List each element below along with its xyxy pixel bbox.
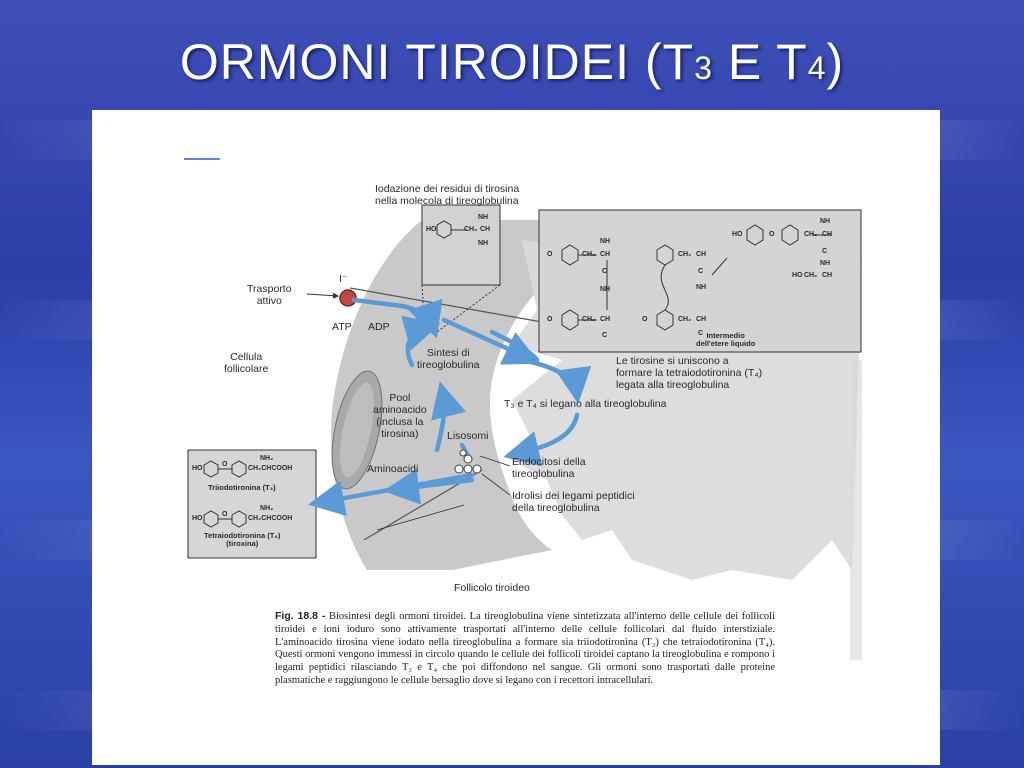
- chem-nh2: NH₂: [260, 505, 274, 512]
- chem-c: C: [602, 332, 608, 339]
- chem-ch: CH: [480, 226, 491, 233]
- pool-label: Pool aminoacido (inclusa la tirosina): [373, 392, 427, 440]
- t3-t4-bind-label: T₃ e T₄ si legano alla tireoglobulina: [504, 398, 667, 410]
- intermediate-label: Intermedio dell'etere liquido: [696, 331, 756, 348]
- chem-nh: NH: [696, 284, 707, 291]
- chem-ch: CH: [600, 251, 611, 258]
- caption-figure-number: Fig. 18.8 -: [275, 610, 326, 622]
- t3-name-label: Triiodotironina (T₃): [208, 483, 276, 492]
- chem-ho: HO: [192, 515, 203, 522]
- chem-c: C: [822, 248, 828, 255]
- chem-nh: NH: [600, 286, 611, 293]
- chem-c: C: [698, 268, 704, 275]
- chem-ch: CH: [600, 316, 611, 323]
- chem-o: O: [222, 511, 228, 518]
- chem-ch: CH: [696, 251, 707, 258]
- chem-ho: HO: [792, 272, 803, 279]
- tyrosines-join-label: Le tirosine si uniscono a formare la tet…: [616, 355, 763, 391]
- lysosomes-label: Lisosomi: [447, 430, 489, 442]
- chem-c: C: [602, 268, 608, 275]
- t4-name-label: Tetraiodotironina (T₄) (tiroxina): [204, 531, 281, 548]
- chem-ch: CH: [822, 272, 833, 279]
- chem-nh: NH: [478, 214, 489, 221]
- chem-side-chain: CH₂CHCOOH: [248, 465, 293, 472]
- caption-text: Biosintesi degli ormoni tiroidei. La tir…: [275, 611, 775, 686]
- amino-acids-label: Aminoacidi: [367, 463, 419, 475]
- chem-ch2: CH₂: [804, 231, 818, 238]
- chem-o: O: [547, 316, 553, 323]
- synthesis-label: Sintesi di tireoglobulina: [417, 347, 480, 371]
- coupling-chemistry-box: [538, 209, 862, 353]
- chem-nh: NH: [820, 218, 831, 225]
- adp-label: ADP: [368, 321, 390, 333]
- thyroid-biosynthesis-diagram: [187, 204, 862, 660]
- chem-ch2: CH₂: [464, 226, 478, 233]
- chem-ho: HO: [426, 226, 437, 233]
- chem-ch2: CH₂: [678, 251, 692, 258]
- chem-o: O: [547, 251, 553, 258]
- follicle-label: Follicolo tiroideo: [454, 582, 530, 594]
- figure-caption: Fig. 18.8 - Biosintesi degli ormoni tiro…: [275, 610, 775, 688]
- chem-side-chain: CH₂CHCOOH: [248, 515, 293, 522]
- chem-nh: NH: [820, 260, 831, 267]
- chem-ch: CH: [696, 316, 707, 323]
- atp-label: ATP: [332, 321, 352, 333]
- scanned-figure-page: Iodazione dei residui di tirosina nella …: [92, 110, 940, 765]
- chem-c: C: [698, 330, 704, 337]
- iodination-zoom-box: [421, 204, 501, 286]
- chem-ch2: CH₂: [582, 316, 596, 323]
- iodide-label: I⁻: [339, 273, 348, 285]
- iodination-label: Iodazione dei residui di tirosina nella …: [375, 183, 520, 207]
- endocytosis-label: Endocitosi della tireoglobulina: [512, 456, 586, 480]
- decorative-line: [184, 158, 220, 160]
- chem-ch2: CH₂: [804, 272, 818, 279]
- chem-ch2: CH₂: [678, 316, 692, 323]
- chem-ch2: CH₂: [582, 251, 596, 258]
- chem-nh2: NH₂: [260, 455, 274, 462]
- chem-nh: NH: [478, 240, 489, 247]
- chem-o: O: [642, 316, 648, 323]
- chem-nh: NH: [600, 238, 611, 245]
- chem-o: O: [769, 231, 775, 238]
- slide-title: ORMONI TIROIDEI (T3 E T4): [179, 34, 845, 90]
- hydrolysis-label: Idrolisi dei legami peptidici della tire…: [512, 490, 635, 514]
- active-transport-label: Trasporto attivo: [247, 283, 292, 307]
- chem-ho: HO: [192, 465, 203, 472]
- chem-ch: CH: [822, 231, 833, 238]
- chem-o: O: [222, 461, 228, 468]
- chem-ho: HO: [732, 231, 743, 238]
- follicular-cell-label: Cellula follicolare: [224, 351, 269, 375]
